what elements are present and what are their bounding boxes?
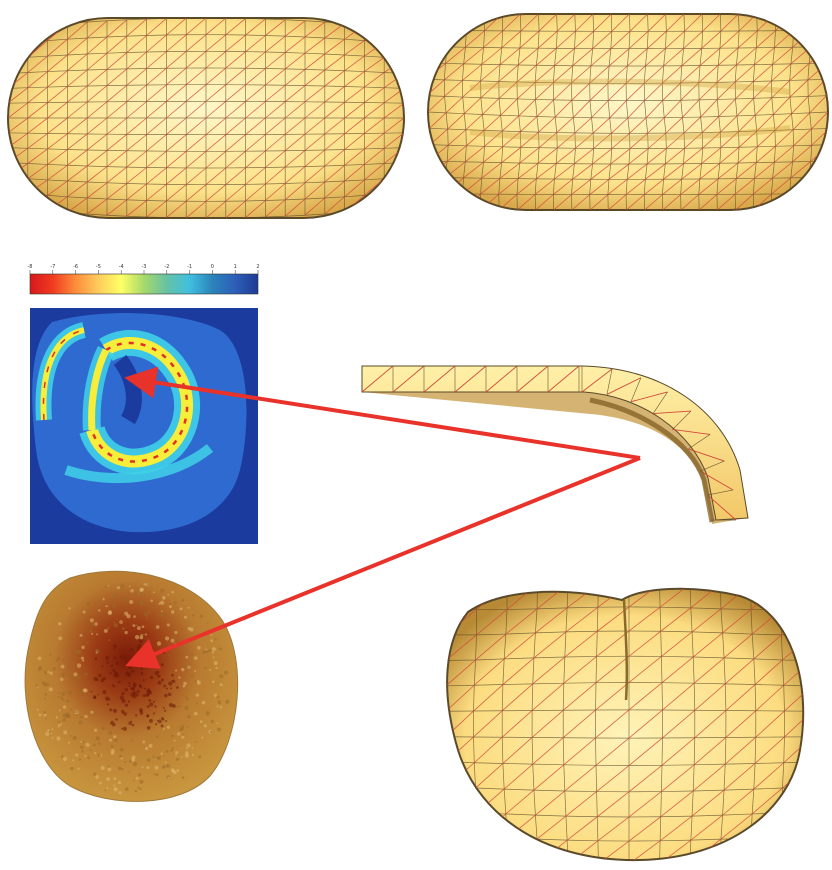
colorbar-tick-label: -3 xyxy=(142,264,147,270)
colorbar-tick-label: -2 xyxy=(164,264,169,270)
colorbar-tick-label: -5 xyxy=(96,264,101,270)
capsule-mesh-deformed xyxy=(426,14,830,210)
colorbar-tick-label: -1 xyxy=(187,264,192,270)
capsule-mesh-initial xyxy=(8,18,404,218)
colorbar: -8 -7 -6 -5 -4 -3 -2 -1 0 1 2 xyxy=(28,264,260,294)
indented-sphere-mesh xyxy=(446,584,812,864)
colorbar-tick-label: -4 xyxy=(119,264,124,270)
colorbar-tick-label: -6 xyxy=(73,264,78,270)
colorbar-tick-label: -7 xyxy=(50,264,55,270)
colorbar-tick-label: 2 xyxy=(256,264,259,270)
colorbar-tick-label: -8 xyxy=(28,264,33,270)
colorbar-tick-label: 1 xyxy=(234,264,237,270)
strain-heatmap: -8 -7 -6 -5 -4 -3 -2 -1 0 1 2 xyxy=(28,264,260,544)
colorbar-tick-label: 0 xyxy=(211,264,214,270)
tissue-section-photo xyxy=(25,571,238,801)
